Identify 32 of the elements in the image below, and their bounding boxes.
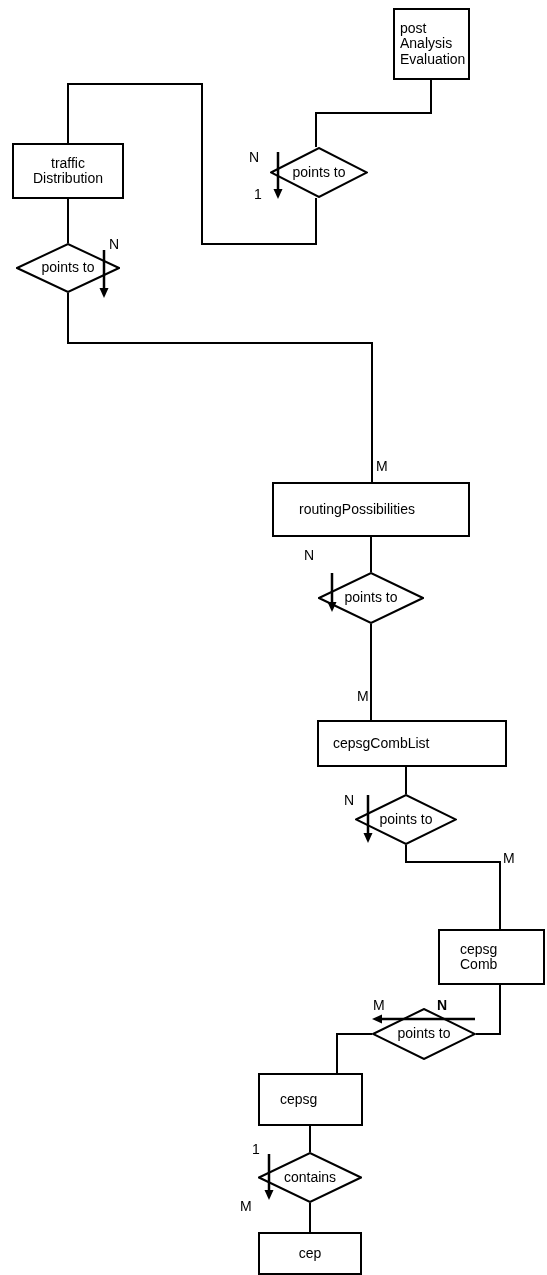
connector-line [67,198,69,244]
connector-line [315,79,432,148]
relationship-diamond: points to [355,794,457,845]
connector-line [405,844,501,930]
relationship-diamond: points to [318,572,424,624]
entity-box: post Analysis Evaluation [393,8,470,80]
cardinality-label: N [249,150,260,164]
cardinality-label: N [344,793,355,807]
connector-line [475,984,501,1035]
entity-box: cepsg Comb [438,929,545,985]
connector-line [309,1202,311,1233]
entity-box: traffic Distribution [12,143,124,199]
connector-line [370,536,372,573]
cardinality-label: M [357,689,369,703]
connector-line [370,623,372,721]
cardinality-label: N [304,548,315,562]
entity-box: cep [258,1232,362,1275]
connector-line [309,1125,311,1153]
connector-line [336,1033,373,1074]
connector-line [67,83,317,245]
entity-box: routingPossibilities [272,482,470,537]
cardinality-label: 1 [254,187,262,201]
cardinality-label: M [240,1199,252,1213]
relationship-diamond: points to [270,147,368,198]
entity-box: cepsg [258,1073,363,1126]
cardinality-label: M [376,459,388,473]
relationship-diamond: contains [258,1152,362,1203]
cardinality-label: M [503,851,515,865]
entity-box: cepsgCombList [317,720,507,767]
cardinality-label: 1 [252,1142,260,1156]
connector-line [67,292,373,483]
connector-line [405,766,407,795]
